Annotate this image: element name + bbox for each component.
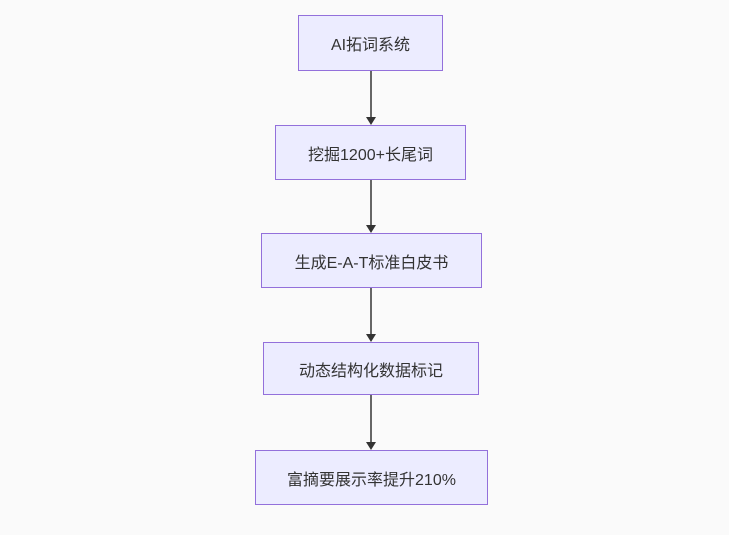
flowchart-node-ai-word-expansion: AI拓词系统	[298, 15, 443, 71]
node-label: 富摘要展示率提升210%	[287, 471, 456, 489]
node-label: AI拓词系统	[330, 37, 411, 54]
arrow-down-icon	[366, 71, 376, 125]
arrow-down-icon	[366, 180, 376, 233]
flowchart-node-structured-data: 动态结构化数据标记	[263, 342, 479, 395]
node-label: 挖掘1200+长尾词	[308, 146, 433, 164]
flowchart-node-eat-whitepaper: 生成E-A-T标准白皮书	[261, 233, 482, 288]
flowchart-node-longtail-mining: 挖掘1200+长尾词	[275, 125, 466, 180]
node-label: 动态结构化数据标记	[298, 362, 443, 380]
arrow-down-icon	[366, 395, 376, 450]
node-label: 生成E-A-T标准白皮书	[294, 254, 449, 272]
arrow-down-icon	[366, 288, 376, 342]
flowchart-node-rich-snippet-result: 富摘要展示率提升210%	[255, 450, 488, 505]
